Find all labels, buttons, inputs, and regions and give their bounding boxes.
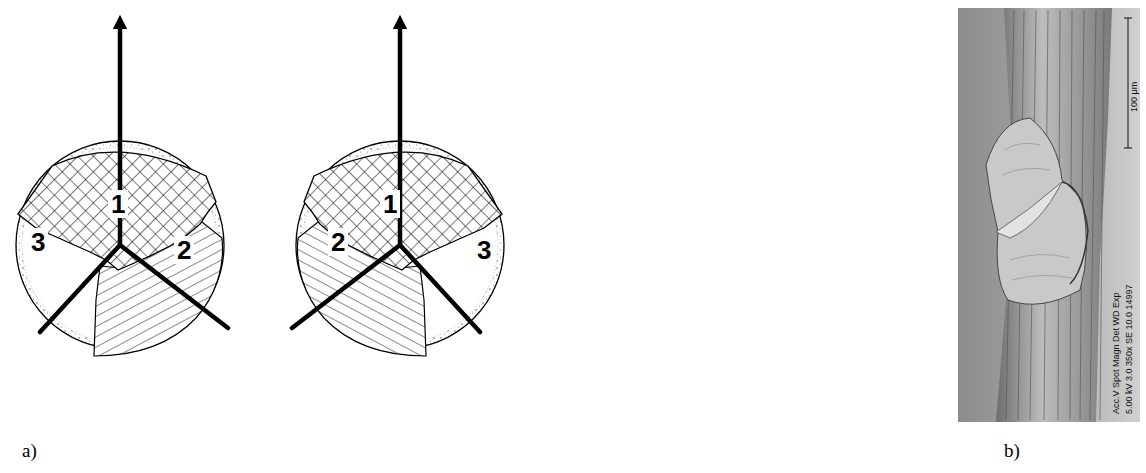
- zone-number: 2: [328, 228, 348, 256]
- zone-diagram-a: [16, 22, 228, 356]
- zone-number: 3: [474, 236, 494, 264]
- zone-number: 3: [28, 228, 48, 256]
- zone-number: 1: [380, 190, 400, 218]
- zone-diagram-a-mirrored: [292, 22, 504, 356]
- micrograph-info: Acc.V Spot Magn Det WD Exp: [1111, 292, 1121, 414]
- sem-micrograph: [958, 8, 1140, 422]
- subfigure-label: b): [1004, 440, 1020, 462]
- zone-number: 2: [174, 236, 194, 264]
- subfigure-label: a): [22, 440, 37, 462]
- micrograph-info: 5.00 kV 3.0 350x SE 10.0 14997: [1124, 284, 1134, 414]
- zone-number: 1: [108, 190, 128, 218]
- scale-bar-label: 100 μm: [1129, 82, 1139, 112]
